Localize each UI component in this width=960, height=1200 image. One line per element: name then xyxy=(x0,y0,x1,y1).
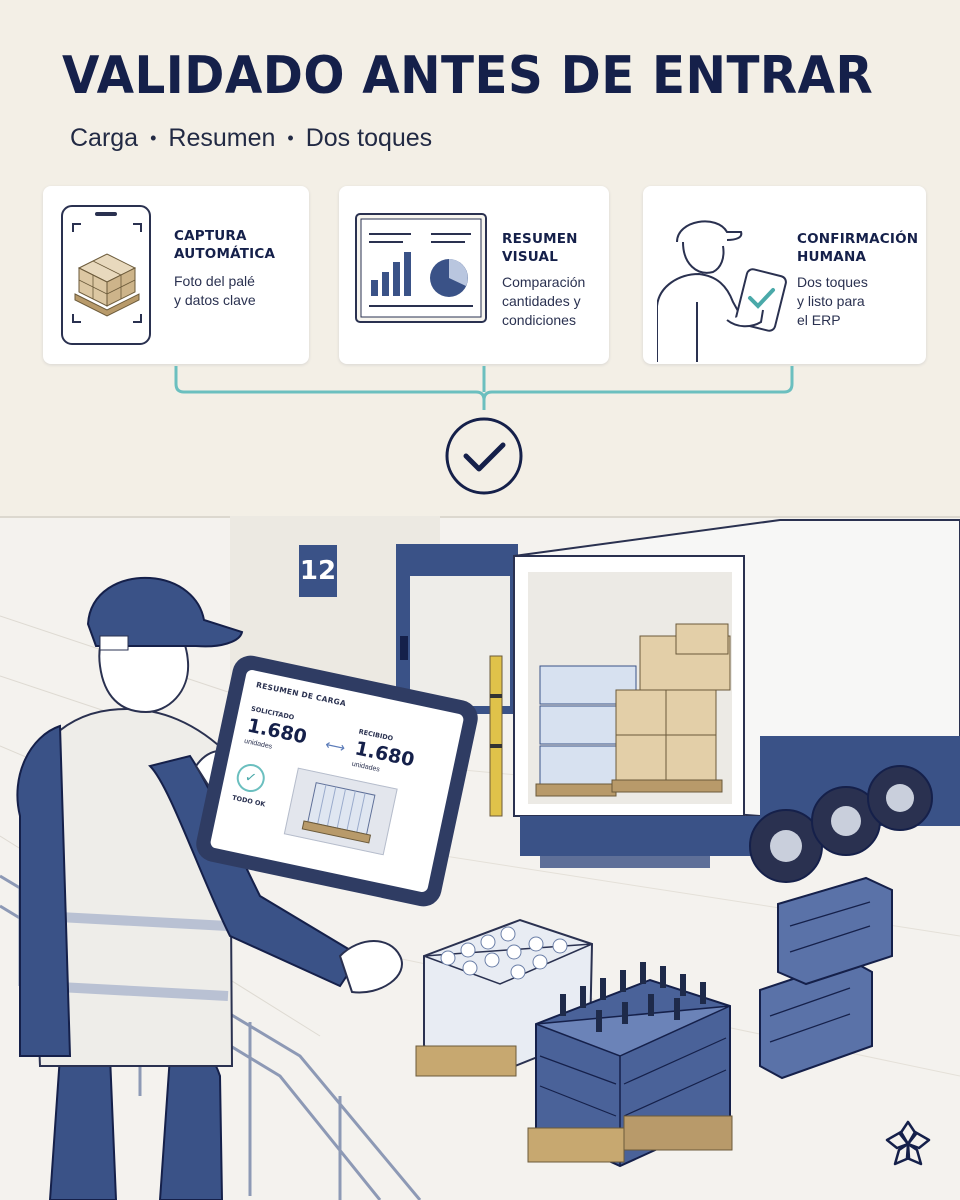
worker-tablet-icon xyxy=(657,220,787,362)
card-description: Foto del palé y datos clave xyxy=(174,273,256,308)
subtitle-separator: • xyxy=(287,128,294,148)
card-title: CONFIRMACIÓN HUMANA xyxy=(797,231,919,265)
check-icon: ✓ xyxy=(234,761,268,795)
bottle-pallet-image xyxy=(301,782,376,844)
card-confirmacion-humana: CONFIRMACIÓN HUMANA Dos toques y listo p… xyxy=(643,186,926,364)
status-label: TODO OK xyxy=(231,793,267,809)
phone-pallet-icon xyxy=(61,205,151,345)
flow-connector xyxy=(174,366,794,495)
report-chart-icon xyxy=(355,213,487,323)
dock-number-sign: 12 xyxy=(299,545,337,597)
subtitle-item-resumen: Resumen xyxy=(168,124,276,152)
subtitle-separator: • xyxy=(150,128,157,148)
card-description: Dos toques y listo para el ERP xyxy=(797,274,868,328)
card-title: RESUMEN VISUAL xyxy=(502,231,578,265)
card-resumen-visual: RESUMEN VISUAL Comparación cantidades y … xyxy=(339,186,609,364)
warehouse-scene xyxy=(0,516,960,1200)
tablet-device: RESUMEN DE CARGA SOLICITADO 1.680 unidad… xyxy=(192,652,482,910)
card-title: CAPTURA AUTOMÁTICA xyxy=(174,228,276,262)
check-circle-icon xyxy=(445,417,523,495)
page-title: VALIDADO ANTES DE ENTRAR xyxy=(62,46,874,106)
subtitle-item-dos-toques: Dos toques xyxy=(305,124,433,152)
subtitle-item-carga: Carga xyxy=(70,124,139,152)
double-arrow-icon: ⟷ xyxy=(323,736,347,757)
card-captura-automatica: CAPTURA AUTOMÁTICA Foto del palé y datos… xyxy=(43,186,309,364)
tablet-screen: RESUMEN DE CARGA SOLICITADO 1.680 unidad… xyxy=(209,668,465,894)
card-description: Comparación cantidades y condiciones xyxy=(502,274,586,328)
pallet-photo-thumbnail xyxy=(283,767,398,856)
flower-logo-icon xyxy=(885,1120,931,1166)
subtitle: Carga • Resumen • Dos toques xyxy=(70,124,432,153)
